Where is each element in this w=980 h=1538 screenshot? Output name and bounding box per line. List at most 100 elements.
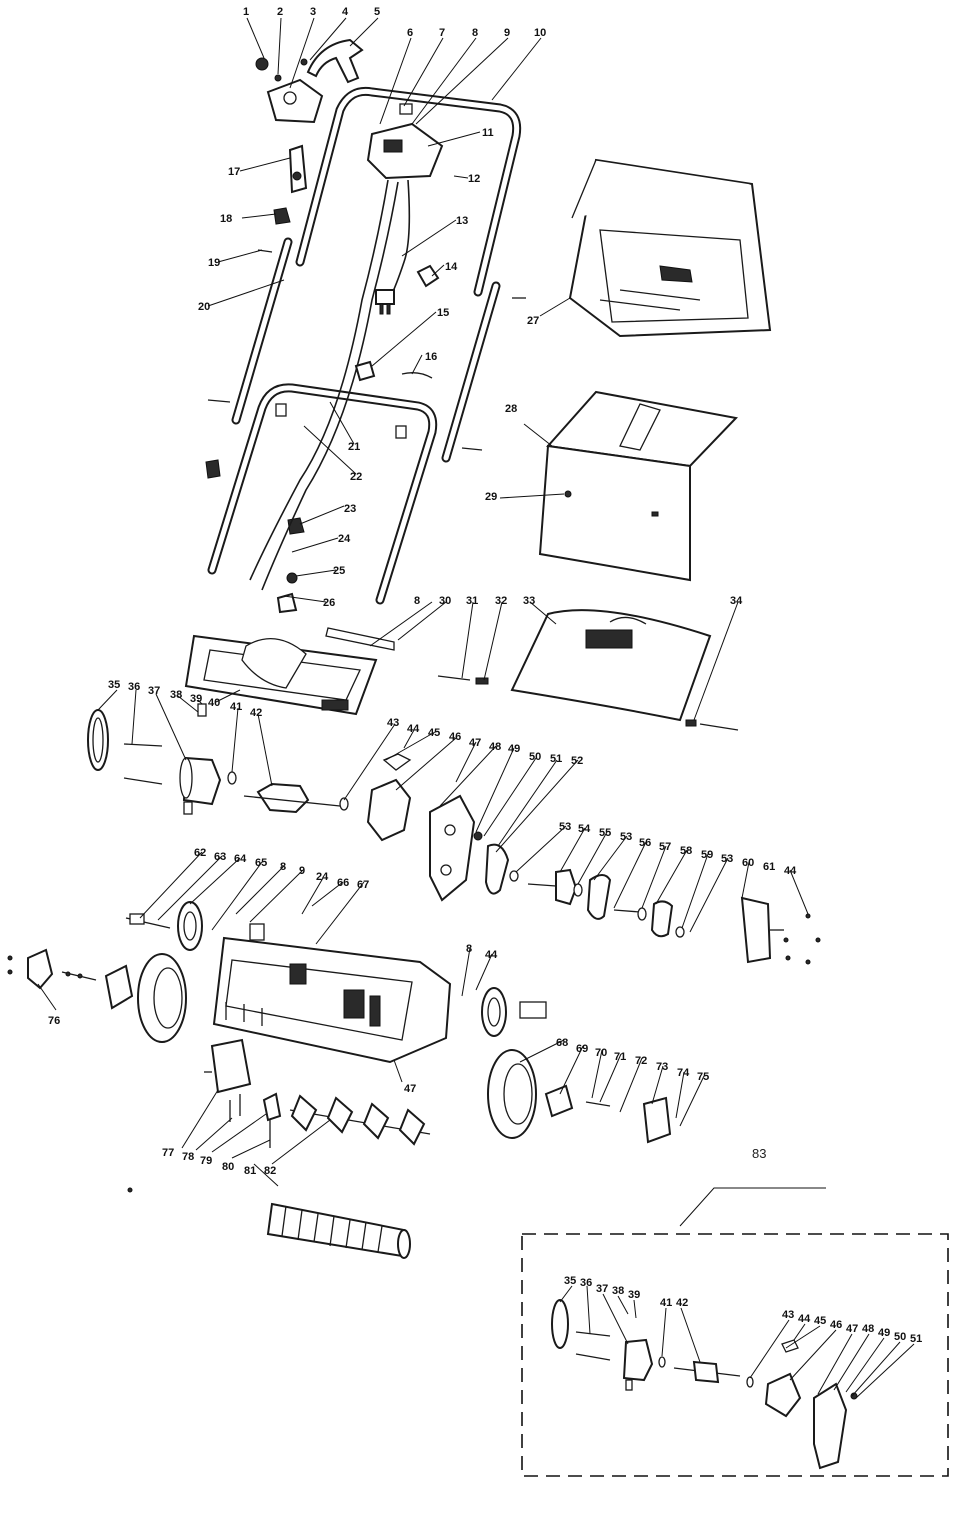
part-label-69: 69 xyxy=(576,1043,588,1055)
leader-lines xyxy=(37,17,915,1399)
part-label-13: 13 xyxy=(456,215,468,227)
kit-part-label-35: 35 xyxy=(564,1275,576,1287)
part-label-80: 80 xyxy=(222,1161,234,1173)
part-label-34: 34 xyxy=(730,595,743,607)
part-label-2: 2 xyxy=(277,6,283,18)
part-label-30: 30 xyxy=(439,595,451,607)
kit-inset-drawing xyxy=(521,1187,949,1477)
part-label-63: 63 xyxy=(214,851,226,863)
part-label-12: 12 xyxy=(468,173,480,185)
part-label-4: 4 xyxy=(342,6,349,18)
part-label-20: 20 xyxy=(198,301,210,313)
part-label-1: 1 xyxy=(243,6,249,18)
kit-part-label-46: 46 xyxy=(830,1319,842,1331)
part-label-21: 21 xyxy=(348,441,360,453)
part-label-36: 36 xyxy=(128,681,140,693)
part-label-3: 3 xyxy=(310,6,316,18)
part-label-28: 28 xyxy=(505,403,517,415)
part-label-37: 37 xyxy=(148,685,160,697)
part-label-78: 78 xyxy=(182,1151,194,1163)
switch-box-drawing xyxy=(255,57,444,180)
part-drawings xyxy=(7,38,949,1477)
kit-part-label-44: 44 xyxy=(798,1313,811,1325)
small-clips-drawing xyxy=(275,264,440,614)
part-label-8b: 8 xyxy=(414,595,420,607)
kit-part-label-39: 39 xyxy=(628,1289,640,1301)
part-label-53b: 53 xyxy=(620,831,632,843)
part-label-43: 43 xyxy=(387,717,399,729)
part-label-10: 10 xyxy=(534,27,546,39)
part-label-5: 5 xyxy=(374,6,380,18)
part-label-23: 23 xyxy=(344,503,356,515)
part-label-59: 59 xyxy=(701,849,713,861)
part-label-82: 82 xyxy=(264,1165,276,1177)
pins-drawing xyxy=(325,627,739,731)
cables-drawing xyxy=(249,179,411,591)
part-label-39: 39 xyxy=(190,693,202,705)
part-label-46: 46 xyxy=(449,731,461,743)
part-label-53c: 53 xyxy=(721,853,733,865)
roller-drawing xyxy=(266,1202,411,1259)
upper-handle-drawing xyxy=(295,86,522,297)
blade-roll-drawing xyxy=(289,1094,431,1146)
kit-part-label-41: 41 xyxy=(660,1297,672,1309)
part-label-79: 79 xyxy=(200,1155,212,1167)
part-label-75: 75 xyxy=(697,1071,709,1083)
part-label-64: 64 xyxy=(234,853,247,865)
part-label-25: 25 xyxy=(333,565,345,577)
part-label-81: 81 xyxy=(244,1165,256,1177)
part-label-44b: 44 xyxy=(784,865,797,877)
middle-tubes-drawing xyxy=(231,237,501,463)
part-label-26: 26 xyxy=(323,597,335,609)
kit-part-label-49: 49 xyxy=(878,1327,890,1339)
part-label-41: 41 xyxy=(230,701,242,713)
kit-part-label-47: 47 xyxy=(846,1323,858,1335)
part-label-58: 58 xyxy=(680,845,692,857)
part-label-24: 24 xyxy=(338,533,351,545)
kit-part-label-45: 45 xyxy=(814,1315,826,1327)
part-label-71: 71 xyxy=(614,1051,626,1063)
chassis-drawing xyxy=(212,923,452,1064)
part-label-31: 31 xyxy=(466,595,478,607)
kit-part-label-51: 51 xyxy=(910,1333,922,1345)
kit-part-label-38: 38 xyxy=(612,1285,624,1297)
part-label-7: 7 xyxy=(439,27,445,39)
part-label-38: 38 xyxy=(170,689,182,701)
part-label-49: 49 xyxy=(508,743,520,755)
part-label-14: 14 xyxy=(445,261,458,273)
part-label-11: 11 xyxy=(482,127,494,139)
lower-handle-drawing xyxy=(207,383,438,605)
part-label-68: 68 xyxy=(556,1037,568,1049)
deck-cover-drawing xyxy=(184,634,378,716)
switch-lever-drawing xyxy=(300,38,364,84)
part-label-24b: 24 xyxy=(316,871,329,883)
kit-part-label-37: 37 xyxy=(596,1283,608,1295)
part-label-67: 67 xyxy=(357,879,369,891)
part-label-40: 40 xyxy=(208,697,220,709)
part-label-61: 61 xyxy=(763,861,775,873)
part-label-29: 29 xyxy=(485,491,497,503)
part-label-66: 66 xyxy=(337,877,349,889)
part-label-55: 55 xyxy=(599,827,611,839)
part-label-17: 17 xyxy=(228,166,240,178)
part-label-8: 8 xyxy=(472,27,478,39)
kit-part-label-36: 36 xyxy=(580,1277,592,1289)
part-label-47: 47 xyxy=(469,737,481,749)
drive-gear-drawing xyxy=(509,868,784,964)
part-label-22: 22 xyxy=(350,471,362,483)
part-label-54: 54 xyxy=(578,823,591,835)
wheels-drawing xyxy=(27,901,547,1139)
part-label-8d: 8 xyxy=(466,943,472,955)
kit-part-label-43: 43 xyxy=(782,1309,794,1321)
kit-part-label-48: 48 xyxy=(862,1323,874,1335)
part-label-44: 44 xyxy=(407,723,420,735)
height-adjuster-drawing xyxy=(544,1084,672,1144)
part-label-19: 19 xyxy=(208,257,220,269)
part-label-16: 16 xyxy=(425,351,437,363)
part-label-32: 32 xyxy=(495,595,507,607)
part-label-33: 33 xyxy=(523,595,535,607)
part-label-52: 52 xyxy=(571,755,583,767)
part-label-56: 56 xyxy=(639,837,651,849)
part-label-62: 62 xyxy=(194,847,206,859)
